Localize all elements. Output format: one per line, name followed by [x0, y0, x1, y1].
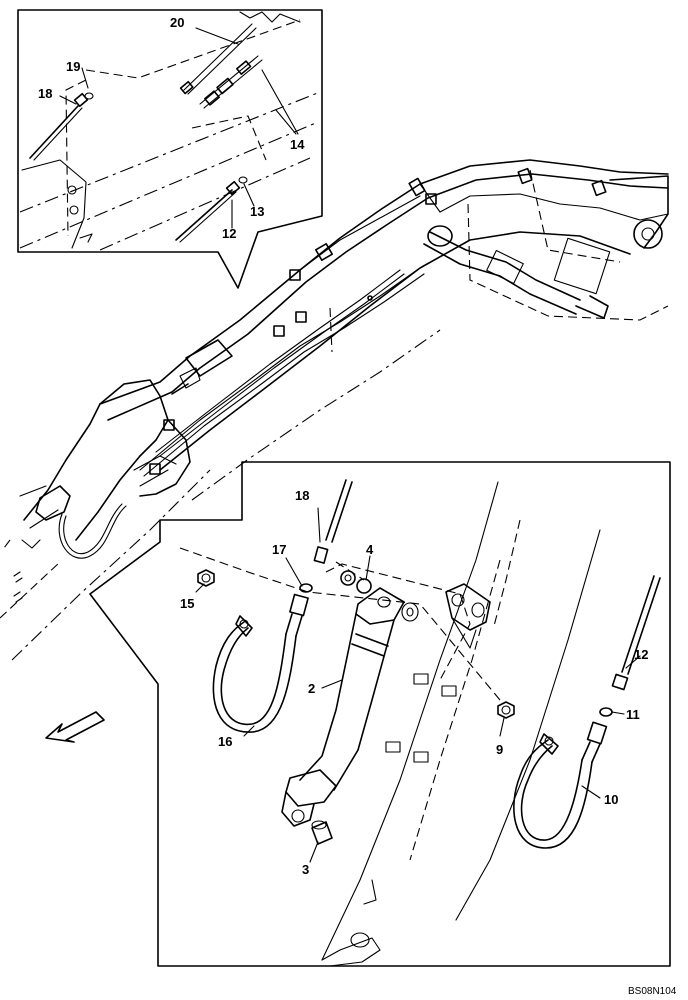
arm-cylinder-head — [185, 339, 233, 377]
pipe-12 — [621, 575, 655, 673]
fitting-12 — [225, 180, 241, 196]
callout-18-top: 18 — [38, 86, 52, 101]
callout-10: 10 — [604, 792, 618, 807]
callout-labels: 20 19 18 14 13 12 18 17 4 15 12 2 11 16 … — [38, 15, 677, 997]
inset-frame-lower — [89, 461, 671, 967]
callout-2: 2 — [308, 681, 315, 696]
arm-beam-left-edge — [321, 481, 499, 961]
oring-17 — [299, 583, 313, 593]
callout-3: 3 — [302, 862, 309, 877]
detail-inset-top — [17, 9, 323, 289]
arm-tip-hose — [58, 505, 127, 559]
callout-9: 9 — [496, 742, 503, 757]
callout-13: 13 — [250, 204, 264, 219]
pipe-18 — [325, 479, 347, 541]
hose-10-fitting — [586, 721, 608, 745]
pipe-12-fitting — [611, 673, 629, 691]
callout-19: 19 — [66, 59, 80, 74]
oring-13 — [238, 176, 248, 184]
cylinder-rod-eye — [291, 809, 305, 823]
callout-12-top: 12 — [222, 226, 236, 241]
detail-inset-lower — [89, 461, 671, 967]
bushing-3 — [311, 821, 333, 845]
pipe-18-fitting — [313, 546, 329, 564]
hose-10 — [520, 745, 583, 841]
direction-arrow-icon — [45, 711, 105, 743]
callout-16: 16 — [218, 734, 232, 749]
callout-20: 20 — [170, 15, 184, 30]
cylinder-body-right — [333, 619, 395, 791]
oring-19 — [84, 92, 94, 100]
boom-assembly — [0, 159, 669, 661]
nut-9 — [497, 701, 515, 719]
boom-pivot — [633, 219, 663, 249]
boom-lower-edge — [159, 231, 631, 471]
callout-15: 15 — [180, 596, 194, 611]
callout-17: 17 — [272, 542, 286, 557]
drawing-code: BS08N104 — [628, 986, 677, 997]
arm-outline — [21, 159, 87, 249]
cylinder-boss — [401, 602, 419, 622]
pipe-18-upper — [29, 105, 79, 159]
boom-pipe-1 — [139, 267, 421, 471]
callout-18: 18 — [295, 488, 309, 503]
cylinder-rod-eye-top — [285, 769, 337, 807]
bushing-4b — [356, 578, 372, 594]
callout-11: 11 — [626, 707, 640, 722]
oring-11 — [599, 707, 613, 717]
boom-cylinder-rod — [429, 231, 581, 301]
linkage-pin — [35, 485, 71, 521]
callout-14: 14 — [290, 137, 305, 152]
cylinder-body-left — [299, 613, 357, 781]
arm-outline-main — [99, 379, 169, 457]
hose-16-fitting — [289, 593, 309, 617]
bushing-4a — [340, 570, 356, 586]
pipe-12-upper — [175, 189, 233, 241]
inset-frame-top — [17, 9, 323, 289]
hose-16 — [220, 627, 287, 726]
callout-4: 4 — [366, 542, 374, 557]
nut-15 — [197, 569, 215, 587]
callout-12: 12 — [634, 647, 648, 662]
